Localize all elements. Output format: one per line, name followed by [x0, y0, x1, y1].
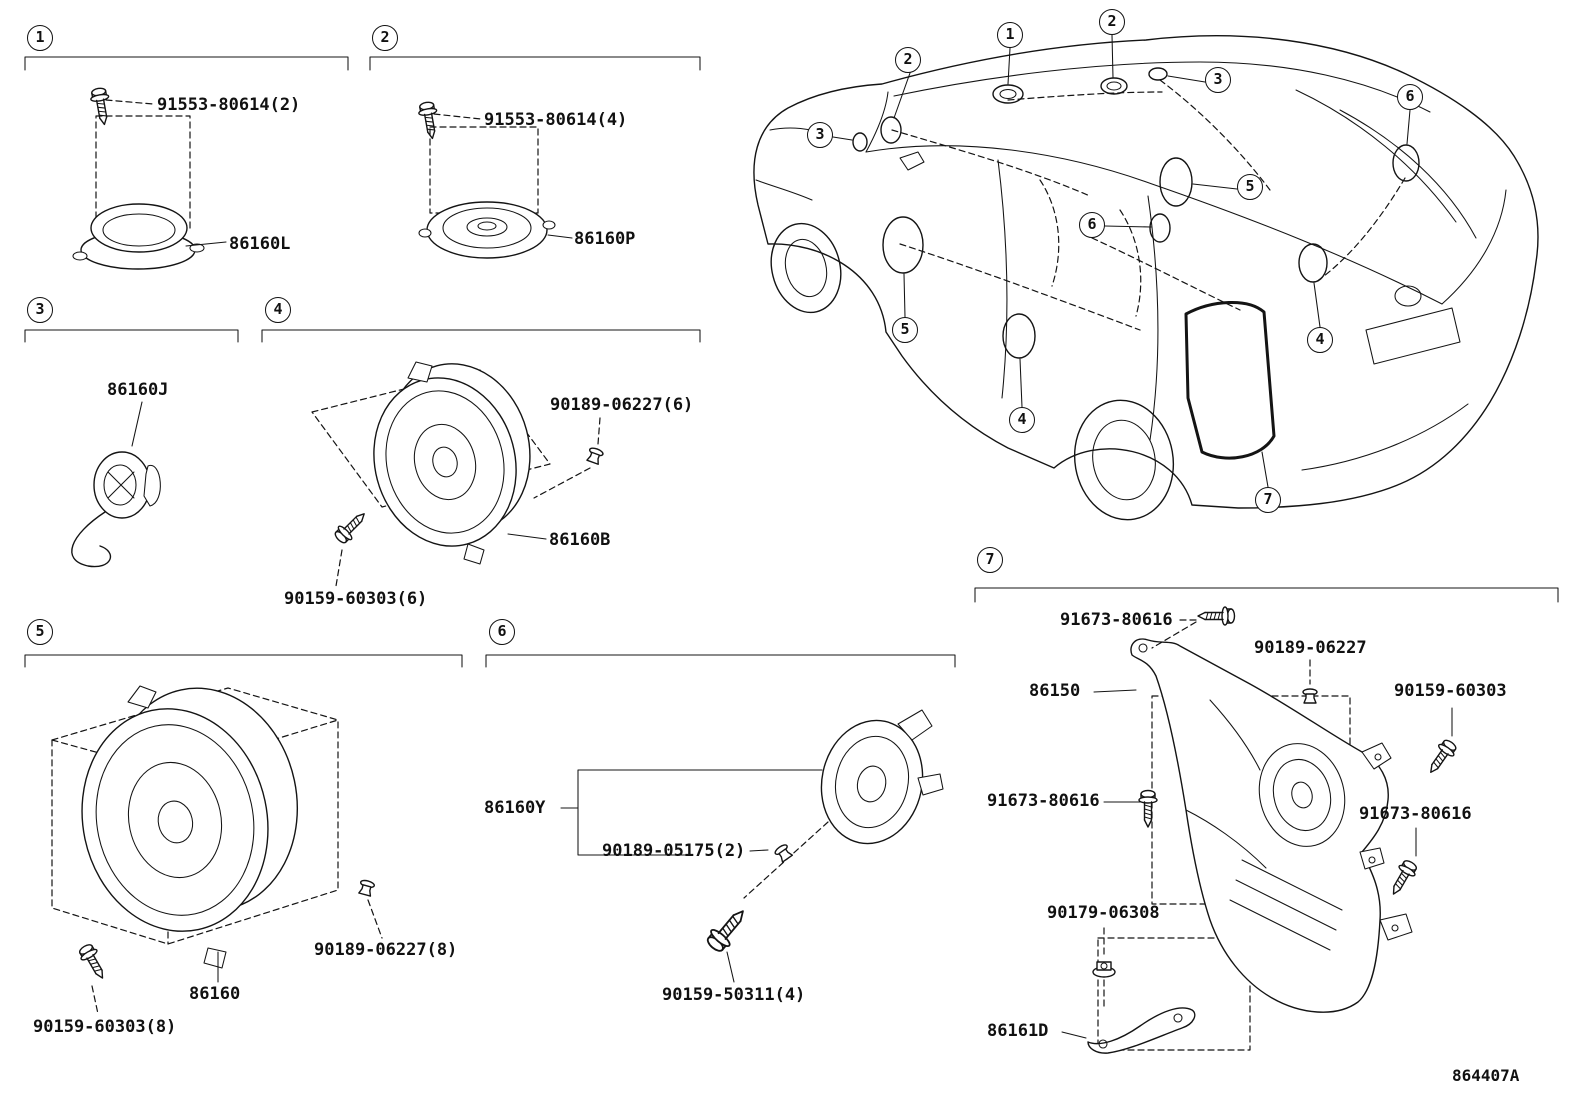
part-label-91553-80614-4: 91553-80614(4) [484, 110, 628, 130]
part-label-86160J: 86160J [107, 380, 169, 400]
part-label-90189-06227: 90189-06227 [1254, 638, 1367, 658]
section-5-art [51, 685, 383, 1015]
car-callout-3: 3 [807, 122, 833, 148]
diagram-code: 864407A [1452, 1066, 1520, 1085]
part-label-90159-50311-4: 90159-50311(4) [662, 985, 806, 1005]
part-label-91673-80616-right: 91673-80616 [1359, 804, 1472, 824]
section-callout-2: 2 [372, 25, 398, 51]
car-callout-3: 3 [1205, 67, 1231, 93]
part-label-86160L: 86160L [229, 234, 291, 254]
section-4-art [311, 361, 605, 587]
section-callout-6: 6 [489, 619, 515, 645]
car-callout-7: 7 [1255, 487, 1281, 513]
bracket-86161d-art [1061, 1007, 1196, 1054]
part-label-90189-05175-2: 90189-05175(2) [602, 841, 746, 861]
section-callout-4: 4 [265, 297, 291, 323]
section-1-art [72, 86, 227, 270]
section-6-art [560, 709, 944, 983]
part-label-90189-06227-8: 90189-06227(8) [314, 940, 458, 960]
car-callout-5: 5 [1237, 174, 1263, 200]
part-label-90159-60303: 90159-60303 [1394, 681, 1507, 701]
car-callout-2: 2 [1099, 9, 1125, 35]
car-callout-6: 6 [1397, 84, 1423, 110]
part-label-91673-80616-left: 91673-80616 [987, 791, 1100, 811]
car-callout-1: 1 [997, 22, 1023, 48]
section-callout-7: 7 [977, 547, 1003, 573]
part-label-86160Y: 86160Y [484, 798, 546, 818]
part-label-90159-60303-8: 90159-60303(8) [33, 1017, 177, 1037]
part-label-90189-06227-6: 90189-06227(6) [550, 395, 694, 415]
section-callout-1: 1 [27, 25, 53, 51]
section-3-art [71, 401, 161, 568]
part-label-90159-60303-6: 90159-60303(6) [284, 589, 428, 609]
part-label-91553-80614-2: 91553-80614(2) [157, 95, 301, 115]
car-callout-2: 2 [895, 47, 921, 73]
section-brackets [24, 56, 1559, 668]
part-label-90179-06308: 90179-06308 [1047, 903, 1160, 923]
part-label-86160P: 86160P [574, 229, 636, 249]
section-7-art [1061, 606, 1460, 1054]
car-callout-4: 4 [1307, 327, 1333, 353]
part-label-86160: 86160 [189, 984, 241, 1004]
part-label-86161D: 86161D [987, 1021, 1049, 1041]
section-callout-5: 5 [27, 619, 53, 645]
part-label-86150: 86150 [1029, 681, 1081, 701]
car-callout-6: 6 [1079, 212, 1105, 238]
nut-icon [1092, 927, 1116, 1011]
part-label-86160B: 86160B [549, 530, 611, 550]
car-callout-5: 5 [892, 317, 918, 343]
car-callout-4: 4 [1009, 407, 1035, 433]
car-art [753, 34, 1539, 521]
section-2-art [416, 100, 573, 259]
section-callout-3: 3 [27, 297, 53, 323]
part-label-91673-80616-top: 91673-80616 [1060, 610, 1173, 630]
